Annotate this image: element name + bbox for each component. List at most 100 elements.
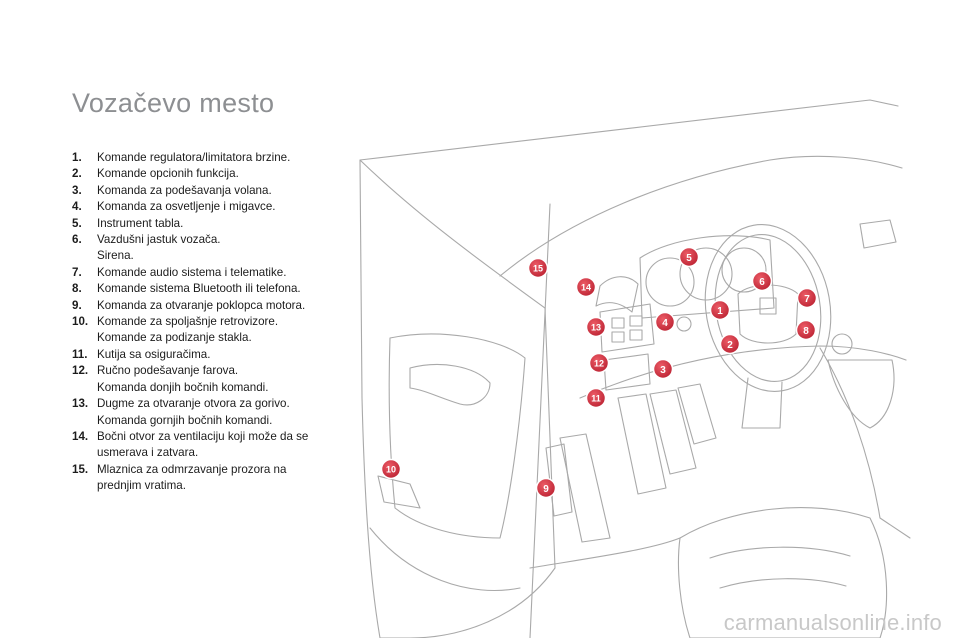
door-pocket xyxy=(369,527,521,591)
legend-item: 8. Komande sistema Bluetooth ili telefona… xyxy=(72,281,342,297)
legend-number: 6. xyxy=(72,233,82,247)
legend-item: 5.Instrument tabla. xyxy=(72,216,342,232)
dashboard-top xyxy=(499,155,903,277)
callout-11-badge: 11 xyxy=(585,387,607,409)
legend-item: 12.Ručno podešavanje farova.Komanda donj… xyxy=(72,363,342,396)
legend-number: 14. xyxy=(72,429,89,443)
legend-text: Komande sistema Bluetooth ili telefona. xyxy=(97,282,301,296)
legend-number: 1. xyxy=(72,151,82,164)
callout-number: 9 xyxy=(543,484,549,495)
legend-text: Sirena. xyxy=(97,249,134,263)
callout-number: 14 xyxy=(581,283,591,293)
seat-cushion xyxy=(677,507,888,638)
callout-4-badge: 4 xyxy=(654,311,676,333)
legend-text: Dugme za otvaranje otvora za gorivo. xyxy=(97,397,290,411)
legend-text: Komanda donjih bočnih komandi. xyxy=(97,380,269,394)
cockpit-illustration: 1 2 3 4 5 6 7 8 9 10 11 12 13 14 15 xyxy=(359,99,911,638)
callout-2-badge: 2 xyxy=(719,333,741,355)
legend-text: prednjim vratima. xyxy=(97,479,186,493)
steering-column xyxy=(741,377,783,429)
legend-text: Komanda za otvaranje poklopca motora. xyxy=(97,298,306,312)
legend-number: 4. xyxy=(72,200,82,214)
legend-item: 10.Komande za spoljašnje retrovizore.Kom… xyxy=(72,314,342,347)
callout-number: 7 xyxy=(804,294,810,305)
legend-item: 3. Komanda za podešavanja volana. xyxy=(72,183,342,199)
legend-text: Vazdušni jastuk vozača. xyxy=(97,233,221,247)
legend-item: 6. Vazdušni jastuk vozača. Sirena. xyxy=(72,232,342,265)
legend-item: 9. Komanda za otvaranje poklopca motora. xyxy=(72,298,342,314)
pedal xyxy=(617,393,667,495)
watermark: carmanualsonline.info xyxy=(723,610,942,635)
dashboard-lower xyxy=(579,345,907,399)
gear-knob xyxy=(831,333,853,355)
steering-logo xyxy=(759,297,777,315)
callout-number: 1 xyxy=(717,306,723,317)
legend-text: Bočni otvor za ventilaciju koji može da … xyxy=(97,429,309,443)
dash-vent-right xyxy=(859,219,897,249)
callout-badges: 1 2 3 4 5 6 7 8 9 10 11 12 13 14 15 xyxy=(380,246,818,499)
legend-text: Komande za podizanje stakla. xyxy=(97,331,252,345)
door-handle xyxy=(409,363,491,406)
switch xyxy=(611,331,625,343)
instrument-dial xyxy=(721,247,767,293)
callout-number: 4 xyxy=(662,318,668,329)
legend-number: 15. xyxy=(72,462,89,476)
gear-boot xyxy=(827,359,895,429)
legend-item: 2.Komande opcionih funkcija. xyxy=(72,166,342,182)
instrument-dial xyxy=(645,257,695,307)
legend-number: 13. xyxy=(72,397,89,411)
callout-14-badge: 14 xyxy=(575,276,597,298)
legend-item: 4. Komanda za osvetljenje i migavce. xyxy=(72,199,342,215)
legend-text: Komanda gornjih bočnih komandi. xyxy=(97,413,273,427)
legend-item: 14. Bočni otvor za ventilaciju koji može … xyxy=(72,429,342,462)
footrest xyxy=(559,433,611,543)
legend-text: Komande regulatora/limitatora brzine. xyxy=(97,151,291,164)
legend-item: 11. Kutija sa osiguračima. xyxy=(72,347,342,363)
page-title: Vozačevo mesto xyxy=(72,88,275,118)
legend-number: 9. xyxy=(72,298,82,312)
legend-text: Komande opcionih funkcija. xyxy=(97,167,239,181)
legend-number: 12. xyxy=(72,364,89,378)
legend-number: 11. xyxy=(72,347,88,361)
instrument-hood xyxy=(639,235,775,319)
legend-number: 3. xyxy=(72,183,82,197)
legend-text: Komande audio sistema i telematike. xyxy=(97,265,287,279)
callout-10-badge: 10 xyxy=(380,458,402,480)
instrument-dial xyxy=(679,247,733,301)
dash-vent-left xyxy=(595,276,639,313)
legend-item: 7. Komande audio sistema i telematike. xyxy=(72,265,342,281)
legend-number: 10. xyxy=(72,315,89,329)
legend-text: Komanda za osvetljenje i migavce. xyxy=(97,200,276,214)
callout-8-badge: 8 xyxy=(795,319,817,341)
callout-number: 13 xyxy=(591,323,601,333)
callout-6-badge: 6 xyxy=(751,270,773,292)
callout-12-badge: 12 xyxy=(588,352,610,374)
steering-wheel xyxy=(704,224,832,392)
floor-line xyxy=(529,537,681,569)
callout-number: 15 xyxy=(533,264,543,274)
door-panel xyxy=(359,159,556,638)
a-pillar xyxy=(529,203,551,638)
legend-number: 8. xyxy=(72,282,82,296)
lighting-stalk-knob xyxy=(676,316,692,332)
seat-detail xyxy=(719,578,847,589)
switch-panel-upper xyxy=(599,303,655,353)
callout-number: 8 xyxy=(803,326,809,337)
callout-3-badge: 3 xyxy=(652,358,674,380)
callout-5-badge: 5 xyxy=(678,246,700,268)
door-armrest xyxy=(388,333,526,539)
switch xyxy=(629,329,643,341)
callout-9-badge: 9 xyxy=(535,477,557,499)
legend-text: Komanda za podešavanja volana. xyxy=(97,183,272,197)
legend-number: 7. xyxy=(72,265,82,279)
callout-13-badge: 13 xyxy=(585,316,607,338)
legend-text: usmerava i zatvara. xyxy=(97,446,199,460)
legend-text: Instrument tabla. xyxy=(97,216,184,230)
switch xyxy=(611,317,625,329)
component-legend: 1.Komande regulatora/limitatora brzine. … xyxy=(72,150,342,495)
window-switch-panel xyxy=(377,475,421,509)
legend-text: Kutija sa osiguračima. xyxy=(97,347,211,361)
switch xyxy=(629,315,643,327)
callout-number: 10 xyxy=(386,465,396,475)
